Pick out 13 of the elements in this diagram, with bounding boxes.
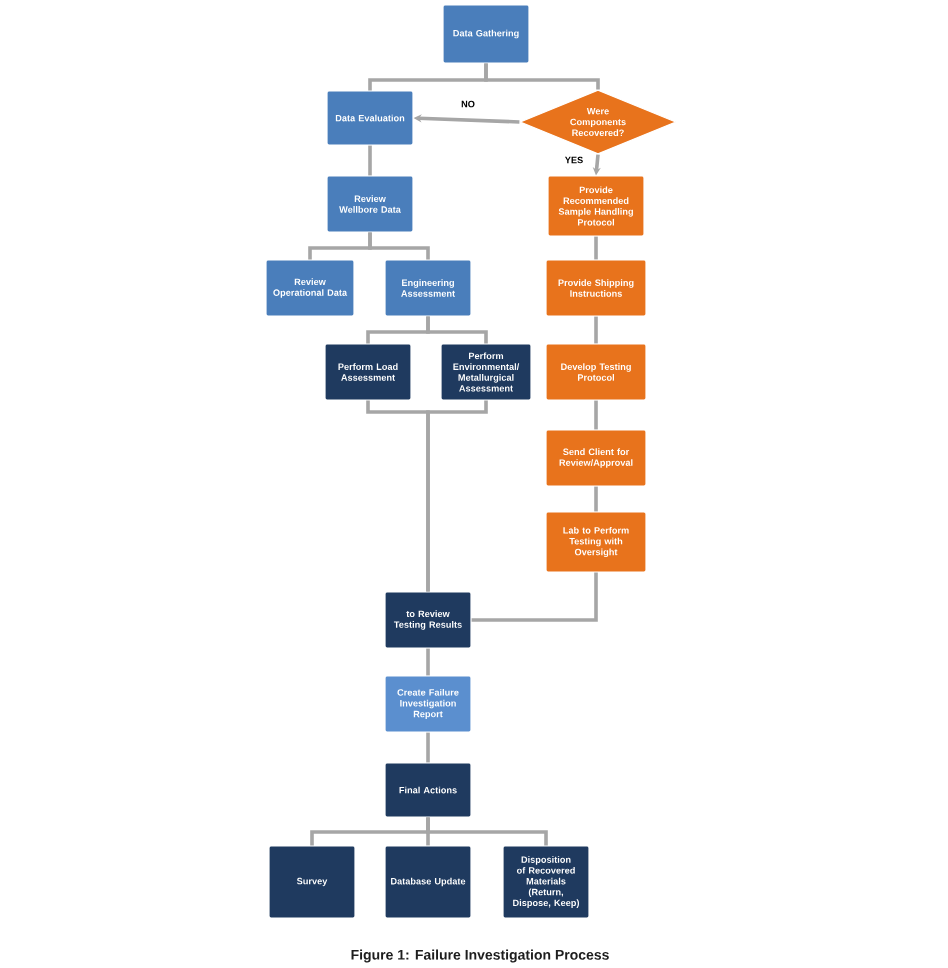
connector-line	[594, 316, 598, 344]
connector-line	[426, 316, 488, 344]
connector-line	[426, 817, 548, 846]
connector-line	[471, 572, 598, 622]
connector-line	[484, 63, 600, 90]
connector-line	[594, 400, 598, 430]
connector-line	[426, 732, 430, 763]
connector-line	[426, 400, 488, 592]
connector-line	[426, 648, 430, 676]
connector-line	[368, 145, 372, 176]
connector-line	[594, 486, 598, 512]
connector-line	[368, 232, 430, 260]
connector-line	[594, 236, 598, 260]
